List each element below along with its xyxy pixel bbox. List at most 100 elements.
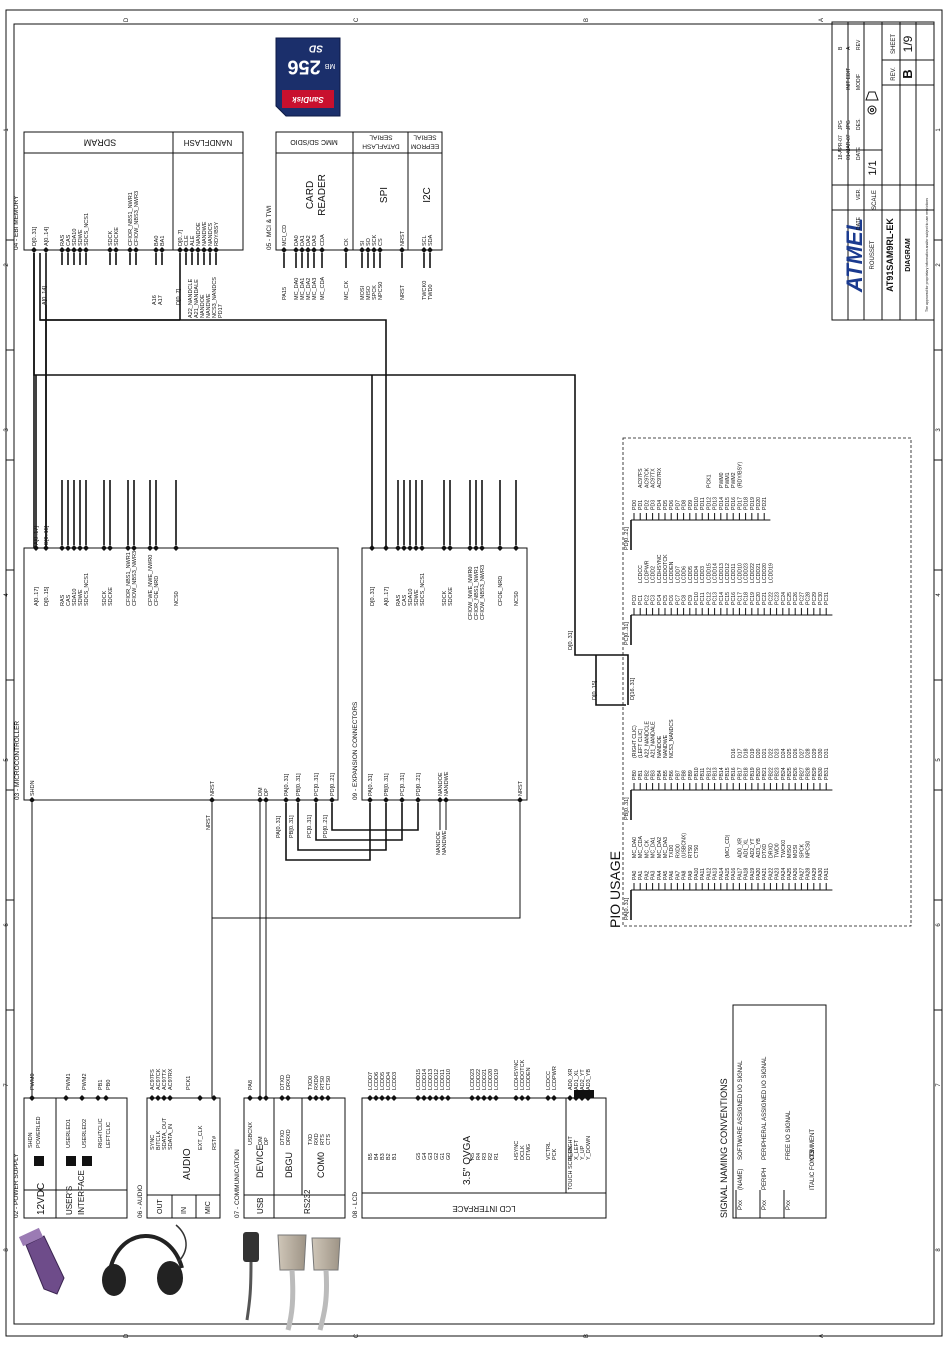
conv-code-2: Pxx [786, 1200, 792, 1210]
zone-side-r-5: 6 [936, 923, 942, 927]
audio-net-1: AC97CK [156, 1068, 162, 1090]
pio-func-PC-20: LCDD21 [756, 563, 762, 583]
serial-df-title-2: DATAFLASH [362, 142, 400, 149]
conv-desc-1: PERIPHERAL ASSIGNED I/O SIGNAL [762, 1056, 768, 1160]
pio-pin-PB-8: PB8 [682, 770, 688, 780]
zone-side-r-6: 7 [936, 1083, 942, 1087]
lcd-net-14: LCDD20 [488, 1069, 494, 1090]
zone-bottom-3: A [819, 1334, 825, 1338]
pio-pin-PB-28: PB28 [806, 767, 812, 780]
mci-net-5: MC_CDA [320, 276, 326, 300]
exp-bottom-pin-marker [383, 797, 389, 803]
pio-pin-PD-7: PD7 [675, 500, 681, 510]
pio-func-PB-20: D20 [756, 748, 762, 758]
audio-pin-3: SDATA_IN [168, 1124, 174, 1150]
pio-bus-PA: PA[0..31] [624, 897, 630, 920]
comm-box [243, 1097, 346, 1219]
lcd-touch: TOUCH SCREEN [568, 1146, 574, 1190]
audio-pin-marker [167, 1095, 173, 1101]
nand-net-0: A22_NANDCLE [188, 279, 194, 318]
pio-func-PD-4: AC97RX [657, 467, 663, 488]
exp-pin-marker [473, 545, 479, 551]
comm-pin-marker [285, 1095, 291, 1101]
serial-ee-title-1: SERIAL [413, 133, 437, 140]
audio-pin-marker [149, 1095, 155, 1101]
pio-pin-PA-31: PA31 [824, 868, 830, 880]
pio-bus-PC: PC[0..31] [624, 622, 630, 645]
mcu-pin-marker [65, 545, 71, 551]
lcd-pin-11: R5 [470, 1153, 476, 1160]
zone-top-1: C [354, 17, 360, 22]
pio-pin-PC-19: PC19 [750, 592, 756, 605]
pio-pin-PC-4: PC4 [657, 595, 663, 605]
nand-pin-marker [195, 247, 201, 253]
audio-box [146, 1097, 221, 1219]
pio-bus-PD: PD[0..21] [624, 527, 630, 550]
nand-pin-marker [183, 247, 189, 253]
pio-pin-PD-21: PD21 [762, 497, 768, 510]
mci-pin-marker [399, 247, 405, 253]
mmc-title: MMC SD/SDIO [290, 138, 338, 145]
pio-title: PIO USAGE [607, 851, 623, 928]
rev-value: B [900, 69, 915, 78]
mci-label: 05 - MCI & TWI [266, 205, 273, 250]
pio-pin-PA-16: PA16 [731, 868, 737, 880]
lcd-pin-marker [519, 1095, 525, 1101]
mcu-bottom-pin-3: DP [264, 788, 270, 796]
pio-func-PA-15: (MCI_CD) [725, 834, 731, 858]
user-net-2: PB1 [98, 1080, 104, 1090]
mci-pin-7: SI [360, 240, 366, 246]
sheet-kind: DIAGRAM [905, 238, 912, 272]
pio-pin-PA-13: PA13 [713, 868, 719, 880]
exp-pin-marker [479, 545, 485, 551]
pio-pin-PC-12: PC12 [706, 592, 712, 605]
pio-pin-PD-6: PD6 [669, 500, 675, 510]
comm-net-1: DTXD [280, 1075, 286, 1090]
pio-pin-PB-15: PB15 [725, 767, 731, 780]
mcu-pin-marker [77, 545, 83, 551]
mci-net-6: MC_CK [344, 280, 350, 300]
nand-pin-1: CLE [184, 235, 190, 246]
pio-func-PA-24: TWCK0 [781, 840, 787, 858]
comm-pin-marker [325, 1095, 331, 1101]
zone-side-5: 6 [4, 923, 10, 927]
mcu-top-pin-12: CFOE_NRD [154, 576, 160, 606]
lcd-net-2: LCDD5 [380, 1072, 386, 1090]
pio-pin-PA-15: PA15 [725, 868, 731, 880]
pio-pin-PA-11: PA11 [700, 868, 706, 880]
user-pin-2: RIGHTCLIC [98, 1118, 104, 1148]
pio-pin-PD-8: PD8 [682, 500, 688, 510]
lcd-pin-12: R4 [476, 1153, 482, 1160]
lcd-pin-marker [525, 1095, 531, 1101]
projection-symbol [865, 91, 879, 115]
exp-label: 09 - EXPANSION CONNECTORS [352, 701, 359, 800]
comm-pin-marker [307, 1095, 313, 1101]
i2c-label: I2C [422, 187, 433, 203]
exp-pin-marker [407, 545, 413, 551]
sdram-pin-marker [127, 247, 133, 253]
pio-func-PA-9: RTS0 [688, 845, 694, 858]
pio-pin-PD-20: PD20 [756, 497, 762, 510]
comm-pin-marker [319, 1095, 325, 1101]
scale-label: SCALE [872, 190, 878, 210]
pio-pin-PB-20: PB20 [756, 767, 762, 780]
pio-pin-PA-1: PA1 [638, 870, 644, 880]
lcd-pin-marker [421, 1095, 427, 1101]
pio-pin-PB-3: PB3 [651, 770, 657, 780]
pio-func-PC-19: LCDD22 [750, 563, 756, 583]
pio-pin-PA-30: PA30 [818, 868, 824, 880]
ebi-net-a16: A16 [152, 295, 158, 305]
lcd-net-16: LCDHSYNC [514, 1060, 520, 1090]
lcd-net-4: LCDD3 [392, 1072, 398, 1090]
comm-net-6: CTS0 [326, 1076, 332, 1090]
mci-pin-6: CK [344, 238, 350, 246]
nand-pin-4: NANDWE [202, 221, 208, 246]
pio-func-PA-25: MISO [787, 845, 793, 858]
pio-func-PA-8: (USBCNX) [682, 833, 688, 858]
sdram-pin-7: SDCK [108, 230, 114, 246]
exp-top-pin-4: SDA10 [408, 589, 414, 606]
pio-func-PA-20: AD3_YB [756, 838, 762, 858]
lcd-net-3: LCDD4 [386, 1072, 392, 1090]
pio-pin-PD-19: PD19 [750, 497, 756, 510]
